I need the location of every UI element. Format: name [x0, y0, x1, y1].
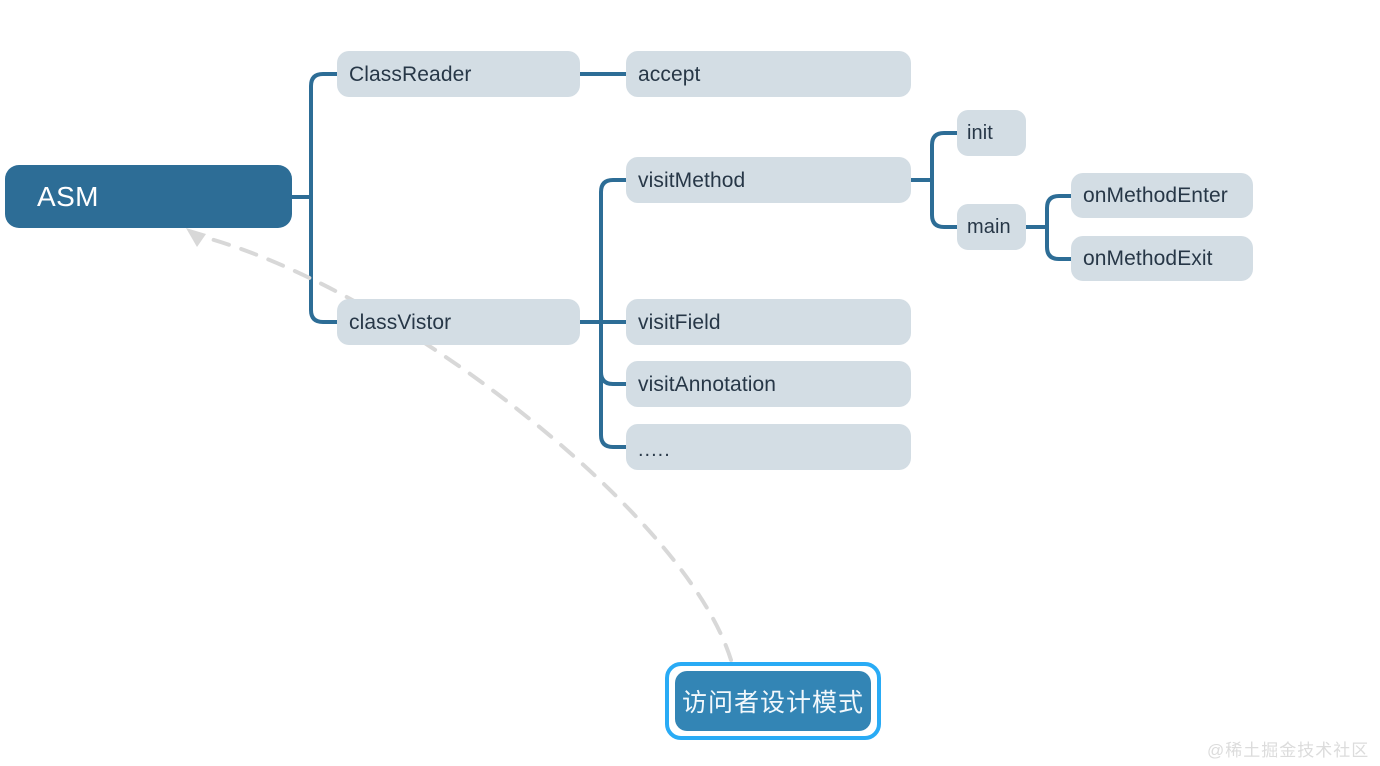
node-asm-label: ASM	[37, 180, 99, 212]
node-asm[interactable]: ASM	[5, 165, 292, 228]
node-classreader-label: ClassReader	[349, 62, 472, 86]
node-main[interactable]: main	[957, 204, 1026, 250]
node-classvistor[interactable]: classVistor	[337, 299, 580, 345]
node-onmethodenter-label: onMethodEnter	[1083, 184, 1228, 207]
callout-label: 访问者设计模式	[681, 689, 864, 717]
node-visitfield-label: visitField	[638, 310, 721, 334]
connector-root-to-classreader	[309, 72, 339, 199]
watermark-text: @稀土掘金技术社区	[1207, 741, 1370, 760]
node-more-label: .....	[638, 439, 671, 461]
node-accept[interactable]: accept	[626, 51, 911, 97]
node-accept-label: accept	[638, 62, 701, 86]
node-init-label: init	[967, 122, 993, 144]
node-init[interactable]: init	[957, 110, 1026, 156]
node-classreader[interactable]: ClassReader	[337, 51, 580, 97]
node-classvistor-label: classVistor	[349, 310, 452, 334]
connector-root-to-classvistor	[309, 195, 339, 324]
callout-visitor-pattern[interactable]: 访问者设计模式	[675, 671, 871, 731]
connector-classvistor-to-more	[599, 320, 629, 449]
node-visitannotation[interactable]: visitAnnotation	[626, 361, 911, 407]
node-visitannotation-label: visitAnnotation	[638, 372, 777, 396]
node-visitmethod[interactable]: visitMethod	[626, 157, 911, 203]
node-visitfield[interactable]: visitField	[626, 299, 911, 345]
connector-main-to-onmethodenter	[1045, 194, 1073, 229]
node-onmethodenter[interactable]: onMethodEnter	[1071, 173, 1253, 218]
connector-classvistor-to-visitmethod	[599, 178, 629, 324]
connector-main-to-onmethodexit	[1045, 225, 1073, 261]
node-main-label: main	[967, 216, 1011, 238]
node-onmethodexit-label: onMethodExit	[1083, 247, 1213, 270]
node-onmethodexit[interactable]: onMethodExit	[1071, 236, 1253, 281]
watermark: @稀土掘金技术社区	[1207, 736, 1369, 761]
connector-visitmethod-to-init	[930, 131, 959, 182]
node-more[interactable]: .....	[626, 424, 911, 470]
connector-visitmethod-to-main	[930, 178, 959, 229]
node-visitmethod-label: visitMethod	[638, 168, 746, 192]
connector-classvistor-to-visitannotation	[599, 320, 629, 386]
callout-selection-outline[interactable]	[665, 662, 881, 740]
annotation-arrowhead	[186, 228, 206, 247]
